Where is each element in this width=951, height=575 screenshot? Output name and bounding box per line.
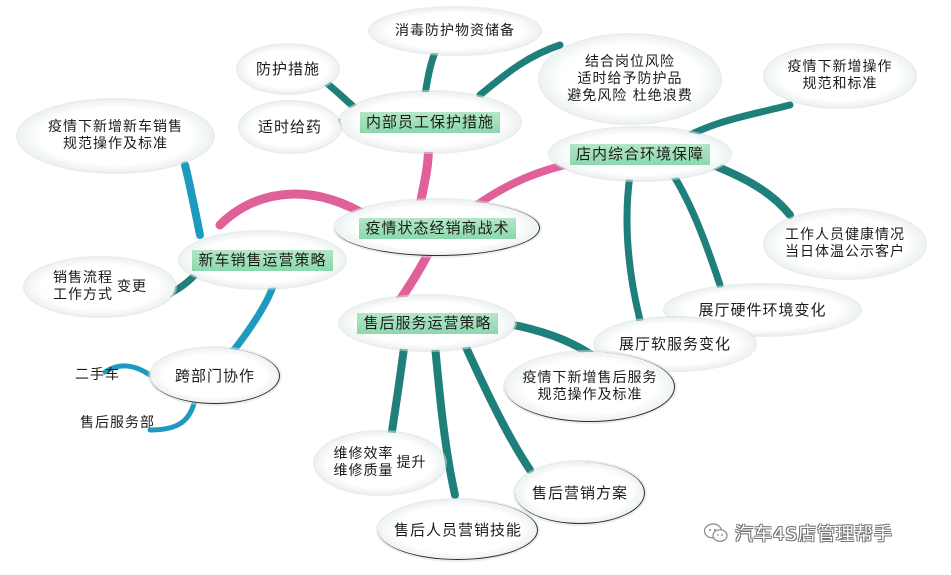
internal-child-risk: 结合岗位风险 适时给予防护品 避免风险 杜绝浪费 [540, 35, 720, 123]
branch-center-to-aftersales [395, 245, 435, 305]
sales-child-cross-dept: 跨部门协作 [150, 348, 280, 404]
aftersales-child-standards: 疫情下新增售后服务 规范操作及标准 [505, 352, 675, 422]
sales-child-standards: 疫情下新增新车销售 规范操作及标准 [18, 100, 213, 172]
branch-center-to-environment [466, 161, 569, 214]
branch-environment-node: 店内综合环境保障 [550, 128, 730, 180]
cloud-shape [150, 348, 280, 404]
environment-child-health: 工作人员健康情况 当日体温公示客户 [765, 210, 925, 278]
cross-dept-aftersales: 售后服务部 [80, 415, 155, 431]
cloud-shape [378, 500, 538, 560]
cloud-shape [18, 100, 213, 172]
branch-aftersales-node: 售后服务运营策略 [340, 296, 515, 350]
aftersales-child-efficiency: 维修效率 维修质量 提升 [315, 432, 445, 494]
branch-aftersales-label: 售后服务运营策略 [357, 312, 498, 334]
center-node: 疫情状态经销商战术 [335, 200, 540, 256]
cloud-shape [370, 8, 540, 54]
cross-dept-used-car: 二手车 [75, 367, 120, 383]
branch-sales-node: 新车销售运营策略 [180, 232, 345, 288]
sales-child-process-change: 销售流程 工作方式 变更 [25, 258, 175, 316]
internal-child-disinfect: 消毒防护物资储备 [370, 8, 540, 54]
branch-internal-node: 内部员工保护措施 [340, 92, 520, 152]
cloud-shape [765, 45, 915, 107]
branch-internal-label: 内部员工保护措施 [359, 111, 500, 133]
branch-center-to-sales [215, 189, 375, 230]
wechat-icon [703, 523, 728, 542]
branch-sales-label: 新车销售运营策略 [192, 249, 333, 271]
cloud-shape [240, 102, 340, 152]
watermark: 汽车4S店管理帮手 [703, 520, 893, 546]
cloud-shape [515, 462, 645, 524]
aftersales-child-marketing-plan: 售后营销方案 [515, 462, 645, 524]
cloud-shape [540, 35, 720, 123]
cloud-shape [315, 432, 445, 494]
cloud-shape [238, 45, 338, 93]
internal-child-protection: 防护措施 [238, 45, 338, 93]
aftersales-child-skills: 售后人员营销技能 [378, 500, 538, 560]
cloud-shape [505, 352, 675, 422]
environment-child-standards: 疫情下新增操作 规范和标准 [765, 45, 915, 107]
cloud-shape [25, 258, 175, 316]
branch-environment-label: 店内综合环境保障 [569, 143, 710, 165]
internal-child-medicine: 适时给药 [240, 102, 340, 152]
watermark-text: 汽车4S店管理帮手 [735, 524, 893, 545]
cloud-shape [765, 210, 925, 278]
center-label: 疫情状态经销商战术 [359, 217, 516, 239]
